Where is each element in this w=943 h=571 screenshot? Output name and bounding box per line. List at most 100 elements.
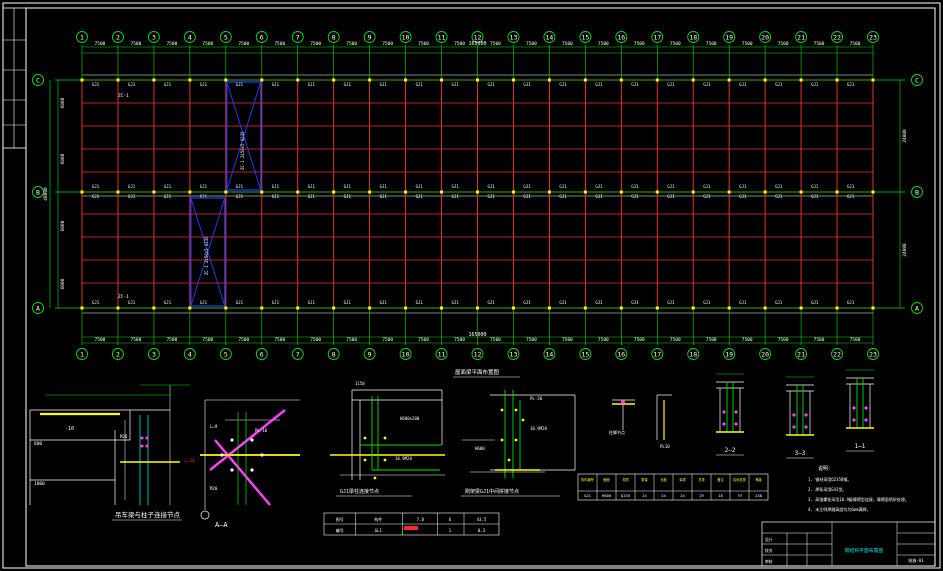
table-cell: 1 — [449, 528, 452, 533]
steel-column — [727, 78, 731, 82]
member-label: GJ1 — [380, 300, 388, 305]
title-block-row: 校对 — [765, 548, 773, 553]
member-label: GJ1 — [523, 82, 531, 87]
bracing-diagonal — [190, 197, 226, 307]
member-label: GJ1 — [92, 184, 100, 189]
steel-column — [583, 190, 587, 194]
bolt — [230, 438, 234, 442]
member-label: GJ1 — [128, 184, 136, 189]
dimension-text: 7500 — [238, 337, 249, 343]
bracing-diagonal — [226, 81, 262, 191]
detail-title: 刚架梁GJ1中间拼接节点 — [465, 488, 519, 495]
table-header: 备注 — [717, 477, 724, 482]
steel-column — [799, 306, 803, 310]
steel-column — [799, 190, 803, 194]
section-title: 3—3 — [795, 450, 806, 457]
row-bubble — [911, 74, 923, 86]
grid-bubble — [255, 31, 268, 43]
table-cell: 18 — [718, 493, 723, 498]
steel-column — [188, 306, 192, 310]
member-label: GJ1 — [559, 300, 567, 305]
member-label: GJ1 — [703, 82, 711, 87]
grid-bubble-label: 19 — [725, 351, 733, 359]
steel-column — [691, 190, 695, 194]
steel-column — [152, 78, 156, 82]
steel-column — [296, 306, 300, 310]
detail-drawings: -10M20L=508001000吊车梁与柱子连接节点L=9M20PL-10A—… — [29, 368, 874, 529]
row-bubble-label: C — [915, 77, 919, 85]
grid-bubble — [435, 348, 448, 360]
member-label: GJ1 — [487, 194, 495, 199]
bolt — [864, 406, 868, 410]
grid-bubble-label: 5 — [224, 351, 228, 359]
total-dimension-text: 165000 — [468, 332, 486, 338]
steel-column — [224, 190, 228, 194]
table-cell: 0.3 — [478, 528, 486, 533]
dimension-text: 7500 — [346, 337, 357, 343]
grid-bubble — [399, 31, 412, 43]
member-label: GJ1 — [416, 194, 424, 199]
grid-bubble — [723, 31, 736, 43]
member-label: GJ1 — [811, 82, 819, 87]
steel-column — [583, 78, 587, 82]
grid-bubble — [507, 31, 520, 43]
grid-bubble-label: 16 — [617, 34, 625, 42]
detail-title: 屋面梁平面布置图 — [455, 368, 500, 376]
member-label: GJ1 — [775, 82, 783, 87]
grid-bubble-label: 9 — [368, 351, 372, 359]
dimension-text: 7500 — [382, 337, 393, 343]
highlight-mark — [404, 526, 418, 530]
plate-label: -10 — [65, 426, 74, 432]
member-label: GJ1 — [523, 194, 531, 199]
detail-title: GJ1梁柱连接节点 — [340, 488, 379, 495]
grid-bubble — [867, 348, 879, 360]
grid-bubble-label: 22 — [833, 351, 841, 359]
steel-column — [727, 190, 731, 194]
grid-bubble-label: 21 — [797, 34, 805, 42]
grid-bubble — [687, 31, 700, 43]
detail-text: 1150 — [355, 381, 365, 386]
bolt — [514, 408, 518, 412]
grid-bubble-label: 4 — [188, 34, 192, 42]
member-label: GJ1 — [92, 300, 100, 305]
grid-bubble-label: 16 — [617, 351, 625, 359]
steel-column — [835, 306, 839, 310]
grid-bubble — [147, 348, 160, 360]
steel-column — [871, 190, 875, 194]
grid-bubble-label: 20 — [761, 351, 769, 359]
member-label: GJ1 — [631, 184, 639, 189]
member-label: GJ1 — [739, 184, 747, 189]
bolt — [250, 438, 254, 442]
table-cell: 24 — [680, 493, 685, 498]
steel-column — [547, 190, 551, 194]
member-label: GJ1 — [452, 194, 460, 199]
steel-column — [476, 78, 479, 82]
table-cell: 238 — [755, 493, 763, 498]
member-label: GJ1 — [595, 300, 603, 305]
member-label: GJ1 — [416, 300, 424, 305]
member-label: GJ1 — [847, 82, 855, 87]
steel-column — [404, 78, 408, 82]
dimension-text: 7500 — [562, 41, 573, 47]
member-label: GJ1 — [739, 300, 747, 305]
member-label: GJ1 — [92, 82, 100, 87]
member-label: GJ1 — [92, 194, 100, 199]
dimension-text: 7500 — [95, 337, 106, 343]
grid-bubble — [183, 348, 196, 360]
member-label: GJ1 — [308, 184, 316, 189]
title-block-row: 审核 — [765, 559, 773, 564]
dimension-text: 7500 — [778, 41, 789, 47]
bolt — [230, 468, 234, 472]
grid-bubble — [291, 348, 304, 360]
dimension-text: 6000 — [60, 278, 66, 289]
brace-note: ZC-1 2L50x5 Q235 — [204, 236, 209, 275]
dimension-text: 7500 — [382, 41, 393, 47]
grid-bubble — [579, 31, 592, 43]
member-label: GJ1 — [847, 300, 855, 305]
dimension-text: 7500 — [454, 41, 465, 47]
grid-bubble-label: 10 — [402, 34, 410, 42]
member-label: GJ1 — [631, 194, 639, 199]
section-mark — [200, 510, 210, 520]
